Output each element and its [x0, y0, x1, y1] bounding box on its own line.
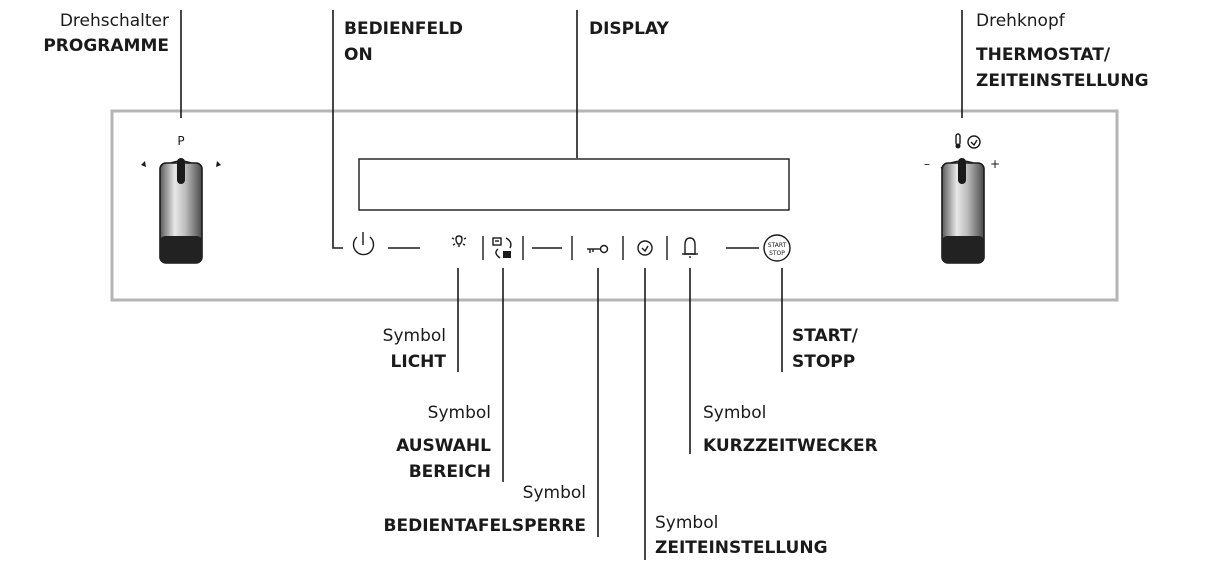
light-name-label: LICHT [391, 352, 447, 372]
start-stop-button[interactable]: START STOP [764, 235, 790, 261]
thermometer-icon [956, 134, 961, 149]
clock-icon [968, 136, 980, 148]
start-stop-label-line1: START/ [792, 326, 859, 346]
control-row-separators [388, 236, 759, 260]
selection-name-line1: AUSWAHL [396, 436, 491, 456]
power-label-line2: ON [344, 45, 373, 65]
display-label: DISPLAY [589, 19, 670, 39]
timer-name-label: KURZZEITWECKER [703, 436, 878, 456]
power-leader [333, 10, 343, 248]
lock-type-label: Symbol [523, 483, 586, 503]
area-selection-icon[interactable] [493, 238, 511, 258]
start-stop-icon-line2: STOP [769, 250, 785, 257]
programme-name-label: PROGRAMME [43, 36, 169, 56]
key-lock-icon[interactable] [587, 246, 608, 254]
power-label-line1: BEDIENFELD [344, 19, 463, 39]
timer-type-label: Symbol [703, 403, 766, 423]
thermostat-minus-sign: – [924, 157, 930, 171]
thermostat-name-line2: ZEITEINSTELLUNG [976, 71, 1149, 91]
time-setting-name-label: ZEITEINSTELLUNG [655, 538, 828, 558]
thermostat-knob[interactable] [941, 158, 984, 263]
selection-type-label: Symbol [428, 403, 491, 423]
light-type-label: Symbol [383, 326, 446, 346]
thermostat-type-label: Drehknopf [976, 11, 1066, 31]
light-bulb-icon[interactable] [452, 236, 466, 246]
thermostat-plus-sign: + [990, 157, 1000, 171]
programme-type-label: Drehschalter [60, 11, 169, 31]
left-turn-arrow-icon [141, 161, 146, 167]
thermostat-name-line1: THERMOSTAT/ [976, 45, 1111, 65]
start-stop-icon-line1: START [768, 242, 787, 249]
programme-knob-mark: P [177, 134, 184, 148]
time-setting-type-label: Symbol [655, 513, 718, 533]
start-stop-label-line2: STOPP [792, 352, 855, 372]
selection-name-line2: BEREICH [409, 462, 491, 482]
right-turn-arrow-icon [216, 161, 221, 167]
time-setting-icon[interactable] [638, 241, 652, 255]
power-button[interactable] [354, 232, 374, 255]
programme-knob[interactable] [160, 158, 202, 263]
lock-name-label: BEDIENTAFELSPERRE [384, 516, 586, 536]
bell-icon[interactable] [682, 238, 698, 257]
display-window [359, 159, 789, 210]
